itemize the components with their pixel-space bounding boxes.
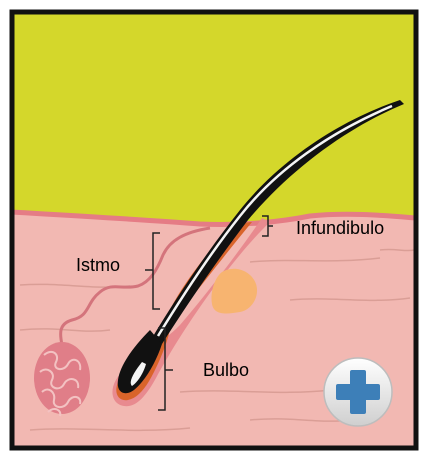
label-istmo: Istmo	[76, 255, 120, 275]
medical-cross-icon	[324, 358, 392, 426]
label-infundibulo: Infundibulo	[296, 218, 384, 238]
label-bulbo: Bulbo	[203, 360, 249, 380]
